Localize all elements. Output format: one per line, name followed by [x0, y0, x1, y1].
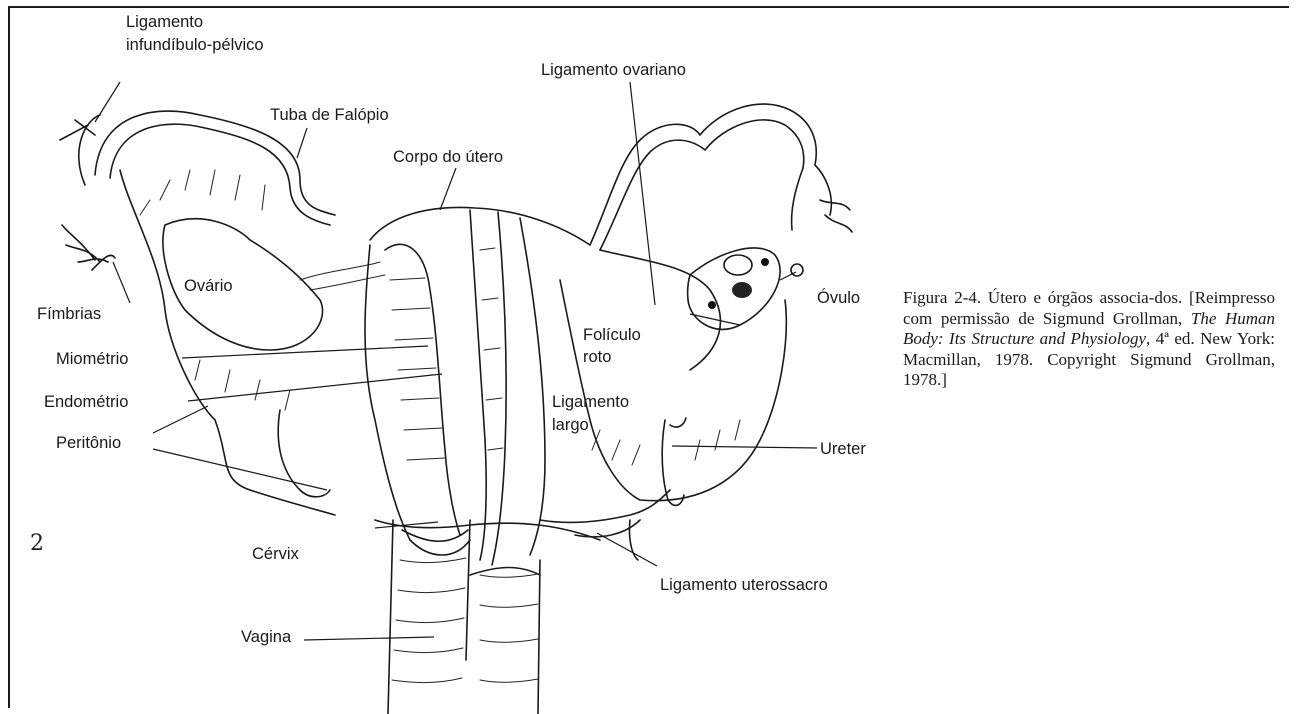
label-ligamento-largo-2: largo: [552, 416, 589, 434]
label-peritonio: Peritônio: [56, 434, 121, 452]
label-tuba-falopio: Tuba de Falópio: [270, 106, 389, 124]
label-foliculo-2: roto: [583, 348, 611, 366]
label-vagina: Vagina: [241, 628, 292, 646]
label-ovario: Ovário: [184, 277, 233, 295]
left-ovary-region: [120, 170, 385, 515]
label-ureter: Ureter: [820, 440, 866, 458]
label-fimbrias: Fímbrias: [37, 305, 101, 323]
label-ligamento-uterossacro: Ligamento uterossacro: [660, 576, 828, 594]
label-endometrio: Endométrio: [44, 393, 128, 411]
uterus-body: [365, 207, 600, 565]
label-ovulo: Óvulo: [817, 288, 860, 307]
left-fallopian-tube: [60, 111, 335, 270]
label-foliculo-1: Folículo: [583, 326, 641, 344]
margin-note: 2: [30, 531, 44, 556]
label-miometrio: Miométrio: [56, 350, 128, 368]
label-ligamento-ovariano: Ligamento ovariano: [541, 61, 686, 79]
vagina-shape: [388, 520, 540, 714]
label-corpo-do-utero: Corpo do útero: [393, 148, 503, 166]
label-ligamento-largo-1: Ligamento: [552, 393, 629, 411]
label-ligamento-infundibulo-2: infundíbulo-pélvico: [126, 36, 264, 54]
label-cervix: Cérvix: [252, 545, 300, 563]
figure-caption: Figura 2-4. Útero e órgãos associa-dos. …: [903, 288, 1275, 391]
label-ligamento-infundibulo-1: Ligamento: [126, 13, 203, 31]
